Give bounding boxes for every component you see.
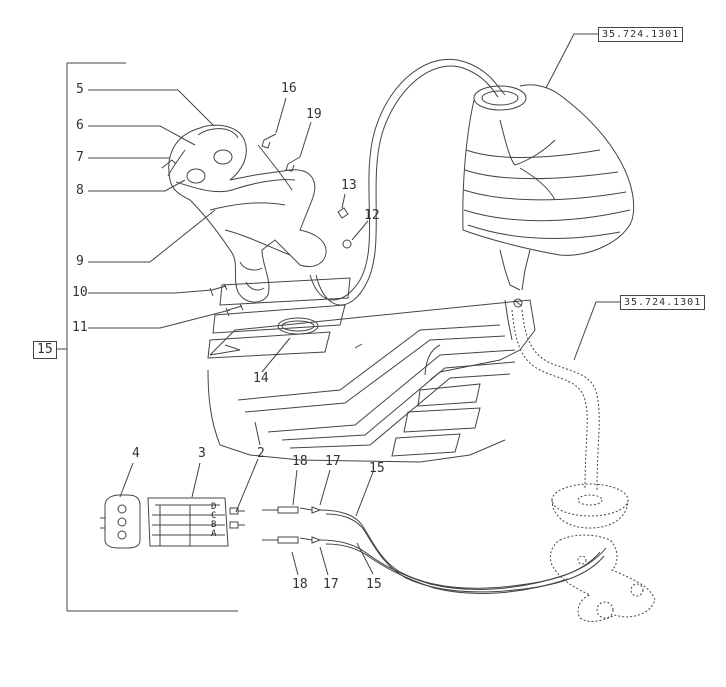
- callout-2: 2: [257, 446, 265, 461]
- callout-18-upper: 18: [292, 454, 308, 469]
- callout-19: 19: [306, 107, 322, 122]
- leader-lines: [88, 33, 620, 576]
- callout-12: 12: [364, 208, 380, 223]
- group-label: 15: [33, 341, 57, 359]
- callout-18-lower: 18: [292, 577, 308, 592]
- base-plate: [207, 277, 536, 463]
- connector-pin-label: A: [211, 529, 217, 539]
- rubber-boot: [462, 84, 635, 308]
- terminals: [262, 506, 322, 544]
- reference-box-right: 35.724.1301: [620, 295, 706, 310]
- reference-box-top: 35.724.1301: [598, 27, 684, 42]
- callout-8: 8: [76, 183, 84, 198]
- callout-13: 13: [341, 178, 357, 193]
- connector-pin-label: D: [211, 502, 217, 512]
- callout-7: 7: [76, 150, 84, 165]
- connector-pin-label: C: [211, 511, 217, 521]
- callout-15-upper: 15: [369, 461, 385, 476]
- dotted-conduit: [511, 309, 656, 622]
- callout-14: 14: [253, 371, 269, 386]
- callout-17-upper: 17: [325, 454, 341, 469]
- wiring-harness: [319, 509, 607, 594]
- connector-assembly: [100, 494, 245, 549]
- callout-10: 10: [72, 285, 88, 300]
- callout-16: 16: [281, 81, 297, 96]
- callout-15-lower: 15: [366, 577, 382, 592]
- connector-pin-label: B: [211, 520, 217, 530]
- callout-6: 6: [76, 118, 84, 133]
- handle-cable: [309, 58, 506, 306]
- callout-4: 4: [132, 446, 140, 461]
- callout-17-lower: 17: [323, 577, 339, 592]
- callout-5: 5: [76, 82, 84, 97]
- callout-9: 9: [76, 254, 84, 269]
- callout-3: 3: [198, 446, 206, 461]
- joystick-handle: [161, 124, 327, 303]
- group-bracket: [57, 62, 238, 612]
- callout-11: 11: [72, 320, 88, 335]
